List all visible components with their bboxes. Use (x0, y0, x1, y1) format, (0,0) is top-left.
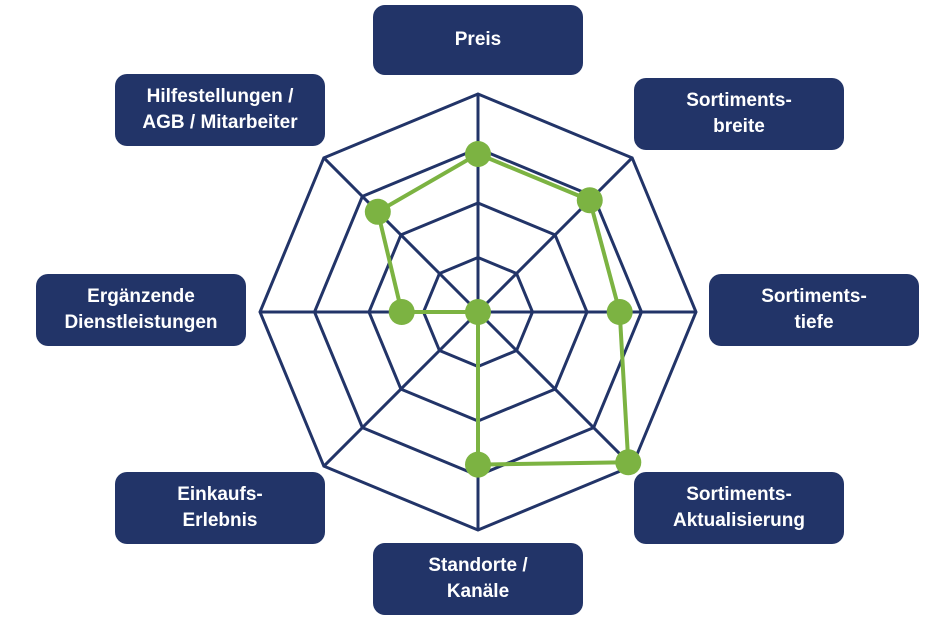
data-point-0 (465, 140, 491, 167)
grid-spoke-7 (322, 156, 480, 314)
data-point-5 (465, 299, 491, 325)
axis-label-einkaufserlebnis: Einkaufs- Erlebnis (115, 472, 325, 544)
data-point-4 (465, 451, 491, 478)
grid-spoke-1 (476, 156, 634, 314)
data-point-7 (364, 198, 391, 225)
axis-label-hilfestellungen: Hilfestellungen / AGB / Mitarbeiter (115, 74, 325, 146)
axis-label-standorte-kanaele: Standorte / Kanäle (373, 543, 583, 615)
axis-label-sortimentstiefe: Sortiments- tiefe (709, 274, 919, 346)
axis-label-sortimentsaktualisierung: Sortiments- Aktualisierung (634, 472, 844, 544)
grid-spoke-3 (476, 310, 634, 468)
data-point-6 (388, 299, 415, 325)
grid-spoke-5 (322, 310, 480, 468)
data-point-3 (615, 449, 642, 476)
data-point-1 (576, 187, 603, 214)
axis-label-sortimentsbreite: Sortiments- breite (634, 78, 844, 150)
data-point-2 (606, 299, 633, 325)
axis-label-preis: Preis (373, 5, 583, 75)
axis-label-ergaenzende-dienstleistungen: Ergänzende Dienstleistungen (36, 274, 246, 346)
